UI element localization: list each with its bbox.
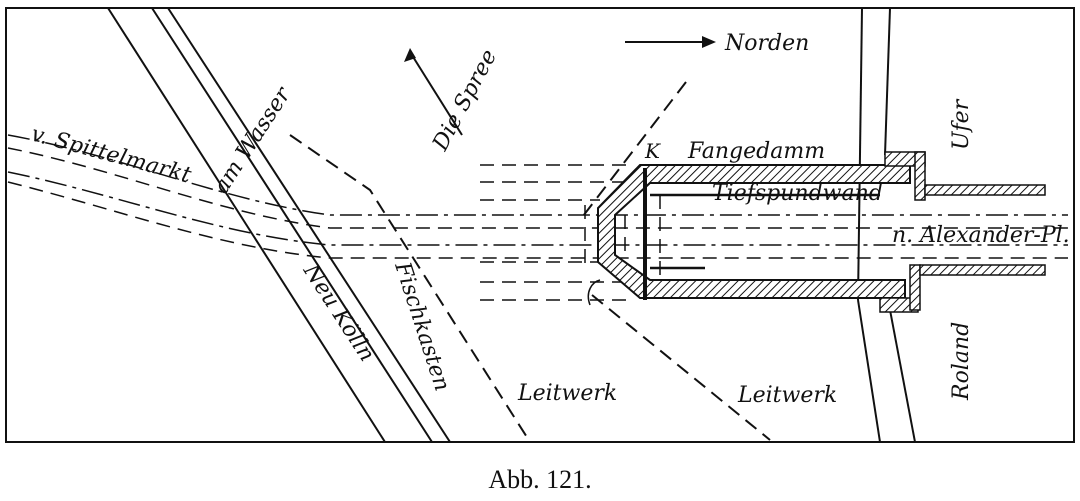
cofferdam bbox=[597, 151, 1046, 313]
leitwerk-lines bbox=[289, 81, 771, 443]
label-roland: Roland bbox=[949, 322, 974, 401]
label-alexander: n. Alexander-Pl. bbox=[892, 223, 1070, 248]
label-am-wasser: am Wasser bbox=[209, 82, 297, 198]
label-fangedamm: Fangedamm bbox=[687, 139, 825, 164]
deep-sheet-piling bbox=[584, 168, 880, 300]
quay-lines bbox=[857, 7, 916, 443]
label-spittelmarkt: v. Spittelmarkt bbox=[28, 122, 193, 189]
label-ufer: Ufer bbox=[949, 98, 974, 150]
label-leitwerk-1: Leitwerk bbox=[517, 381, 617, 406]
subway-route bbox=[7, 134, 1068, 259]
label-leitwerk-2: Leitwerk bbox=[737, 383, 837, 408]
label-spree: Die Spree bbox=[428, 46, 502, 156]
north-arrow bbox=[625, 36, 716, 48]
label-fischkasten: Fischkasten bbox=[389, 258, 454, 394]
figure-caption: Abb. 121. bbox=[488, 465, 591, 494]
drawing-frame bbox=[5, 7, 1075, 443]
spree-flow-arrow bbox=[404, 48, 463, 136]
curved-arrow bbox=[587, 279, 601, 306]
label-k: K bbox=[644, 139, 661, 163]
label-tiefspundwand: Tiefspundwand bbox=[712, 181, 883, 206]
tunnel-dashed-lines bbox=[480, 164, 630, 301]
street-neu-koelln bbox=[107, 7, 451, 443]
label-north: Norden bbox=[724, 31, 809, 56]
